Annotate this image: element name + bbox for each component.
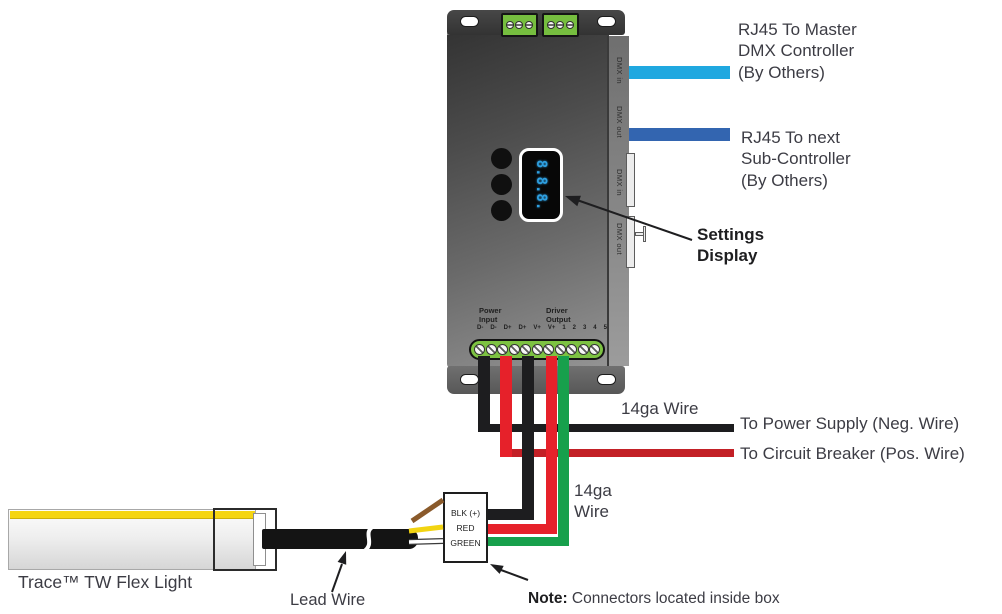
screw-terminal xyxy=(543,344,554,355)
seven-segment-readout: 8.8.8. xyxy=(533,159,549,211)
screw-terminal xyxy=(515,21,524,29)
terminal-pin-labels: D- D- D+ D+ V+ V+ 1 2 3 4 5 xyxy=(477,325,607,331)
wire-green-to-box xyxy=(486,537,569,546)
screw-terminal xyxy=(556,21,565,29)
pin-label: D- xyxy=(490,325,497,331)
wire-connector-box: BLK (+) RED GREEN xyxy=(443,492,488,563)
pin-label: 5 xyxy=(603,325,607,331)
pin-label: 2 xyxy=(572,325,576,331)
screw-terminal xyxy=(546,21,555,29)
lead-wire-arrowhead xyxy=(337,551,347,565)
dmx-out-label-1: DMX out xyxy=(615,106,624,138)
label-note: Note: Connectors located inside box xyxy=(528,569,780,608)
wire-rj45-master xyxy=(629,66,730,79)
screw-hole xyxy=(460,374,479,385)
screw-terminal xyxy=(525,21,534,29)
wire-positive-vertical xyxy=(500,356,512,457)
mounting-flange-bottom xyxy=(447,366,625,394)
pin-label: 3 xyxy=(582,325,587,331)
screw-hole xyxy=(597,374,616,385)
wire-blk-vertical xyxy=(522,356,534,520)
screw-terminal xyxy=(474,344,485,355)
dmx-in-label-1: DMX in xyxy=(615,57,624,84)
label-14ga-wire-right: 14ga Wire xyxy=(621,399,699,418)
lead-wire-arrow-line xyxy=(331,563,343,593)
wire-blk-to-box xyxy=(486,509,534,520)
wire-green-vertical xyxy=(558,356,569,546)
label-flex-light: Trace™ TW Flex Light xyxy=(18,572,193,592)
screw-terminal xyxy=(508,344,520,355)
pin-label: V+ xyxy=(533,325,541,331)
screw-terminal xyxy=(566,344,577,355)
note-arrowhead xyxy=(490,564,504,574)
rj45-jack-outline-2 xyxy=(626,216,635,268)
rj45-jack-tab-bar xyxy=(643,226,646,242)
note-arrow-line xyxy=(500,569,529,581)
wire-negative-horizontal xyxy=(478,424,734,432)
terminal-strip-bottom xyxy=(469,339,605,360)
screw-terminal xyxy=(497,344,508,355)
wire-red-to-box xyxy=(486,524,557,534)
settings-button-3 xyxy=(491,200,512,221)
settings-button-1 xyxy=(491,148,512,169)
screw-terminal xyxy=(554,344,566,355)
connector-row-blk: BLK (+) xyxy=(450,507,481,518)
label-lead-wire: Lead Wire xyxy=(290,591,366,609)
screw-terminal xyxy=(577,344,589,355)
wire-negative-vertical xyxy=(478,356,490,432)
pin-label: D+ xyxy=(518,325,527,331)
rj45-jack-outline-1 xyxy=(626,153,635,207)
settings-display-module: 8.8.8. xyxy=(519,148,563,222)
pin-label: D- xyxy=(477,325,484,331)
wire-red-vertical xyxy=(546,356,557,534)
screw-terminal xyxy=(531,344,543,355)
screw-terminal xyxy=(589,344,600,355)
power-input-caption: Power Input xyxy=(479,306,502,324)
brown-wire xyxy=(410,497,445,524)
flex-light-yellow-strip xyxy=(10,511,255,519)
pin-label: 4 xyxy=(593,325,597,331)
label-14ga-wire-lower: 14ga Wire xyxy=(574,481,612,522)
note-text: Connectors located inside box xyxy=(567,589,780,607)
label-rj45-next: RJ45 To next Sub-Controller (By Others) xyxy=(741,128,851,190)
driver-output-caption: Driver Output xyxy=(546,306,571,324)
label-settings-display: Settings Display xyxy=(697,225,765,266)
screw-terminal xyxy=(485,344,497,355)
terminal-block-top-left xyxy=(501,13,538,37)
connector-row-red: RED xyxy=(456,522,475,533)
screw-terminal xyxy=(505,21,514,29)
label-rj45-master: RJ45 To Master DMX Controller (By Others… xyxy=(738,20,857,82)
screw-terminal xyxy=(566,21,575,29)
label-to-power-supply: To Power Supply (Neg. Wire) xyxy=(740,414,960,433)
wire-rj45-sub xyxy=(629,128,730,141)
settings-button-2 xyxy=(491,174,512,195)
label-to-circuit-breaker: To Circuit Breaker (Pos. Wire) xyxy=(740,444,965,463)
wire-positive-horizontal xyxy=(500,449,734,457)
screw-hole xyxy=(597,16,616,27)
connector-row-green: GREEN xyxy=(450,537,481,548)
dmx-in-label-2: DMX in xyxy=(615,169,624,196)
pin-label: V+ xyxy=(547,325,556,331)
pin-label: D+ xyxy=(503,325,512,331)
note-prefix: Note: xyxy=(528,589,568,607)
terminal-block-top-right xyxy=(542,13,579,37)
screw-terminal xyxy=(520,344,531,355)
lead-wire-cable xyxy=(262,529,418,549)
pin-label: 1 xyxy=(562,325,566,331)
dmx-out-label-2: DMX out xyxy=(615,223,624,255)
screw-hole xyxy=(460,16,479,27)
